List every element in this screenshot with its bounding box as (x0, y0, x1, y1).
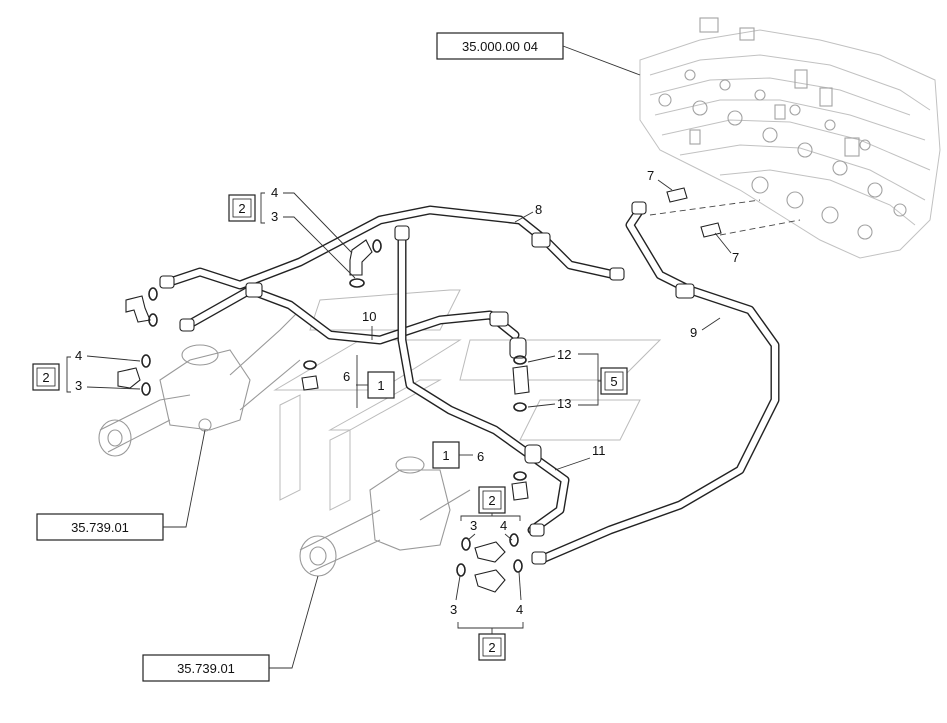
callout-7-upper: 7 (647, 168, 654, 183)
hose-fittings (159, 201, 695, 565)
svg-text:1: 1 (377, 378, 384, 393)
callout-11: 11 (592, 443, 606, 458)
callout-12: 12 (557, 347, 571, 362)
hose-9[interactable] (535, 205, 780, 565)
bracket-upper (260, 192, 265, 224)
valve-block-illustration (639, 17, 941, 259)
hose-11[interactable] (397, 230, 570, 535)
svg-text:1: 1 (442, 448, 449, 463)
leader-valve-block (562, 45, 641, 76)
callout-3-bottom: 3 (450, 602, 457, 617)
leader-cylinder-lower (269, 575, 319, 669)
callout-4-left: 4 (75, 348, 82, 363)
cylinder-lower-illustration (299, 456, 471, 577)
fittings (117, 187, 722, 593)
svg-text:2: 2 (42, 370, 49, 385)
reference-cylinder-lower[interactable]: 35.739.01 (142, 654, 270, 682)
leader-cylinder-upper (163, 429, 206, 528)
callout-3-left: 3 (75, 378, 82, 393)
svg-text:5: 5 (610, 374, 617, 389)
kit-2-left[interactable]: 2 (32, 363, 60, 391)
callouts: 4 3 4 3 6 6 7 7 8 9 10 11 12 13 3 4 (75, 168, 739, 634)
reference-cylinder-upper[interactable]: 35.739.01 (36, 513, 164, 541)
callout-6-lower: 6 (477, 449, 484, 464)
callout-7-lower: 7 (732, 250, 739, 265)
callout-3-upper: 3 (271, 209, 278, 224)
svg-text:2: 2 (488, 640, 495, 655)
svg-text:2: 2 (238, 201, 245, 216)
reference-label: 35.739.01 (71, 520, 129, 535)
svg-text:2: 2 (488, 493, 495, 508)
reference-valve-block[interactable]: 35.000.00 04 (436, 32, 564, 60)
kit-5[interactable]: 5 (600, 367, 628, 395)
callout-4-mid: 4 (500, 518, 507, 533)
backdrop-outline (273, 289, 662, 511)
callout-9: 9 (690, 325, 697, 340)
kit-2-middle[interactable]: 2 (478, 486, 506, 514)
hose-8[interactable] (165, 205, 620, 290)
kit-1a[interactable]: 1 (367, 371, 395, 399)
callout-4-upper: 4 (271, 185, 278, 200)
kit-2-bottom[interactable]: 2 (478, 633, 506, 661)
callout-13: 13 (557, 396, 571, 411)
callout-8: 8 (535, 202, 542, 217)
reference-label: 35.739.01 (177, 661, 235, 676)
callout-3-mid: 3 (470, 518, 477, 533)
bracket-left (66, 356, 71, 393)
callout-6-upper: 6 (343, 369, 350, 384)
callout-4-bottom: 4 (516, 602, 523, 617)
reference-label: 35.000.00 04 (462, 39, 538, 54)
cylinder-upper-illustration (98, 309, 301, 457)
kit-2-upper[interactable]: 2 (228, 194, 256, 222)
kit-1b[interactable]: 1 (432, 441, 460, 469)
callout-10: 10 (362, 309, 376, 324)
